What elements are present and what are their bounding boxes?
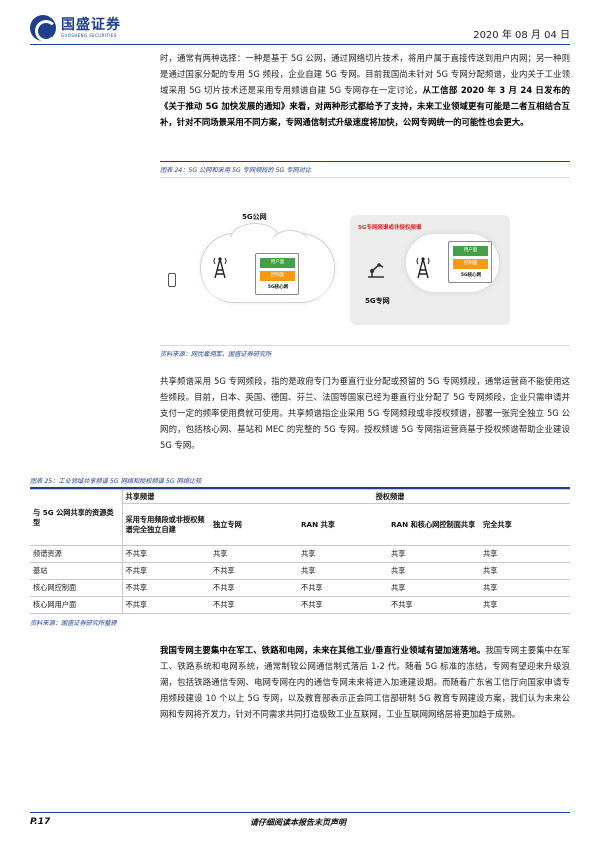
table-cell: 共享 (298, 562, 388, 580)
paragraph-1-emphasis: 从工信部 2020 年 3 月 24 日发布的《关于推动 5G 加快发展的通知》… (160, 85, 570, 127)
paragraph-1-text: 时，通常有两种选择：一种是基于 5G 公网，通过网络切片技术，将用户属于直接传送… (160, 53, 570, 95)
header-licensed-spectrum: 授权频谱 (210, 489, 570, 504)
public-network-label: 5G公网 (242, 213, 267, 221)
logo-name-cn: 国盛证券 (61, 17, 121, 33)
figure-24-caption: 图表 24：5G 公网和采用 5G 专网频段的 5G 专网对比 (160, 167, 312, 174)
public-core-network: 用户面 控制面 5G核心网 (255, 253, 299, 295)
logo-icon (30, 15, 57, 42)
core-network-label: 5G核心网 (267, 285, 289, 290)
row-header-cell: 与 5G 公网共享的资源类型 (30, 489, 123, 546)
figure-24-top-rule (160, 161, 570, 162)
page-number: P.17 (30, 817, 51, 827)
body-paragraph-3: 我国专网主要集中在军工、铁路和电网，未来在其他工业/垂直行业领域有望加速落地。我… (160, 642, 570, 722)
table-cell: 共享 (388, 562, 480, 580)
table-row: 核心网控制面 不共享 不共享 不共享 共享 共享 (30, 579, 570, 597)
table-cell: 不共享 (210, 579, 298, 597)
body-paragraph-1: 时，通常有两种选择：一种是基于 5G 公网，通过网络切片技术，将用户属于直接传送… (160, 50, 570, 130)
core-network-label: 5G核心网 (460, 273, 482, 278)
table-cell: 不共享 (388, 596, 480, 614)
row-label: 基站 (30, 562, 123, 580)
network-comparison-diagram: 5G公网 用户面 控制面 5G核心网 5G专网频谱或非授权频谱 用户面 控制面 … (160, 195, 570, 345)
control-plane-box: 控制面 (260, 271, 295, 281)
table-subheader-row: 采用专用频段或非授权频谱完全独立自建 独立专网 RAN 共享 RAN 和核心网控… (30, 503, 570, 546)
footer-divider (30, 812, 570, 813)
figure-24-bottom-rule (160, 345, 570, 346)
spectrum-comparison-table: 与 5G 公网共享的资源类型 共享频谱 授权频谱 采用专用频段或非授权频谱完全独… (30, 489, 570, 614)
logo-name-en: GUOSHENG SECURITIES (61, 33, 117, 38)
user-plane-box: 用户面 (453, 246, 488, 256)
table-row: 基站 不共享 不共享 共享 共享 共享 (30, 562, 570, 580)
figure-24-caption-rule (160, 177, 570, 178)
table-row: 核心网用户面 不共享 不共享 不共享 不共享 共享 (30, 596, 570, 614)
table-cell: 共享 (480, 562, 570, 580)
private-network-label: 5G专网 (365, 297, 390, 305)
table-cell: 不共享 (122, 545, 210, 563)
private-spectrum-label: 5G专网频谱或非授权频谱 (358, 225, 422, 231)
figure-24-source: 资料来源：网优雇佣军，国盛证券研究所 (160, 351, 272, 358)
control-plane-box: 控制面 (453, 259, 488, 269)
robot-arm-icon (368, 263, 384, 278)
header-divider (30, 44, 570, 45)
user-plane-box: 用户面 (260, 258, 295, 268)
header-shared-spectrum: 共享频谱 (122, 489, 210, 504)
body-paragraph-2: 共享频谱采用 5G 专网频段，指的是政府专门为垂直行业分配或预留的 5G 专网频… (160, 376, 570, 450)
table-cell: 不共享 (210, 596, 298, 614)
footer-disclaimer: 请仔细阅读本报告末页声明 (250, 818, 346, 827)
subheader-ran-core-share: RAN 和核心网控制面共享 (388, 503, 480, 546)
paragraph-3-emphasis: 我国专网主要集中在军工、铁路和电网，未来在其他工业/垂直行业领域有望加速落地。 (160, 645, 486, 655)
subheader-independent-private: 独立专网 (210, 503, 298, 546)
subheader-ran-share: RAN 共享 (298, 503, 388, 546)
table-cell: 共享 (480, 579, 570, 597)
table-header-row: 与 5G 公网共享的资源类型 共享频谱 授权频谱 (30, 489, 570, 546)
table-top-rule (30, 487, 570, 489)
private-core-network: 用户面 控制面 5G核心网 (448, 241, 492, 283)
subheader-full-share: 完全共享 (480, 503, 570, 546)
page-header: 国盛证券 GUOSHENG SECURITIES 2020 年 08 月 04 … (30, 14, 570, 44)
row-label: 核心网控制面 (30, 579, 123, 597)
table-cell: 不共享 (298, 596, 388, 614)
subheader-independent-build: 采用专用频段或非授权频谱完全独立自建 (122, 503, 210, 546)
table-cell: 共享 (298, 545, 388, 563)
table-cell: 不共享 (122, 596, 210, 614)
paragraph-3-text: 我国专网主要集中在军工、铁路系统和电网系统，通常制较公网通信制式落后 1-2 代… (160, 645, 571, 719)
table-cell: 共享 (388, 579, 480, 597)
guosheng-logo: 国盛证券 GUOSHENG SECURITIES (30, 14, 121, 42)
figure-25-caption: 图表 25：工业领域共享频谱 5G 网络和授权频谱 5G 网络比较 (30, 478, 202, 485)
table-row: 频谱资源 不共享 共享 共享 共享 共享 (30, 545, 570, 563)
row-label: 频谱资源 (30, 545, 123, 563)
table-cell: 共享 (388, 545, 480, 563)
table-cell: 不共享 (298, 579, 388, 597)
table-cell: 共享 (480, 596, 570, 614)
table-cell: 共享 (210, 545, 298, 563)
phone-icon (168, 273, 176, 287)
table-cell: 不共享 (122, 579, 210, 597)
figure-25-source: 资料来源：国盛证券研究所整理 (30, 620, 117, 627)
base-station-icon (213, 257, 227, 279)
base-station-icon (416, 257, 430, 279)
row-label: 核心网用户面 (30, 596, 123, 614)
report-date: 2020 年 08 月 04 日 (473, 30, 570, 41)
table-cell: 不共享 (210, 562, 298, 580)
table-cell: 共享 (480, 545, 570, 563)
table-cell: 不共享 (122, 562, 210, 580)
